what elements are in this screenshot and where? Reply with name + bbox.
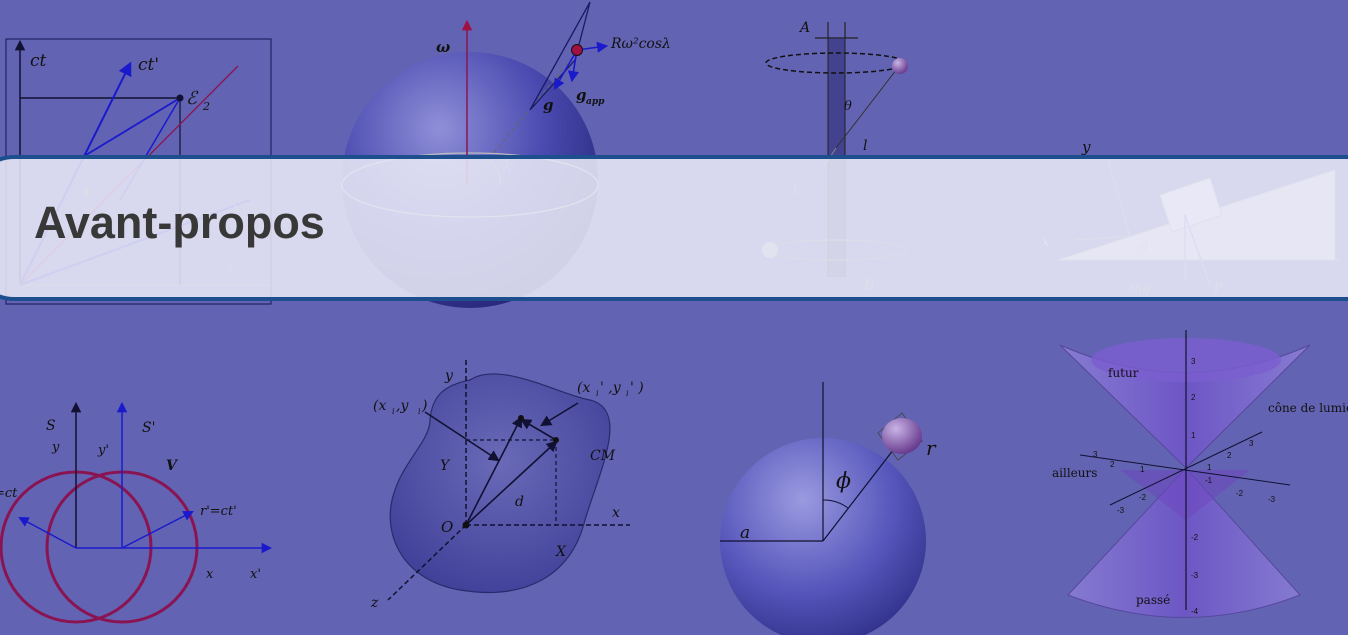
cm-y-label: Y — [440, 458, 451, 474]
axis-label-ct: ct — [30, 51, 47, 71]
tick-m2-label: -2 — [1191, 533, 1199, 542]
y-tick-1-label: 1 — [1207, 463, 1212, 472]
point-ip-sub-x: i — [596, 389, 599, 398]
point-a-label: A — [798, 20, 810, 36]
angle-theta-label: θ — [844, 99, 852, 114]
tick-m3-label: -3 — [1191, 571, 1199, 580]
radius-r-label: r — [926, 436, 937, 460]
point-ip-sub-y: i — [626, 389, 629, 398]
radius-ctp-label: r'=ct' — [200, 504, 237, 519]
x-tick-2-label: 2 — [1110, 460, 1115, 469]
axis-y-label: y — [1081, 138, 1091, 156]
angle-phi-label: ϕ — [836, 469, 851, 494]
point-ip-label: (x — [577, 380, 590, 396]
origin-label: O — [441, 518, 453, 536]
axis-z-label: z — [370, 595, 379, 611]
particle-on-sphere-diagram: ϕ r a — [720, 382, 937, 635]
radius-a-label: a — [740, 523, 750, 543]
event-label-2: ℰ — [186, 88, 199, 109]
axis-xp-label: x' — [250, 567, 261, 582]
velocity-label: V — [166, 458, 179, 474]
tick-2-label: 2 — [1191, 393, 1196, 402]
point-i-sub-x: i — [392, 407, 395, 416]
tick-m4-label: -4 — [1191, 607, 1199, 616]
frame-sp-label: S' — [142, 420, 155, 436]
y-tick-2-label: 2 — [1227, 451, 1232, 460]
past-label: passé — [1136, 593, 1170, 607]
apparent-gravity-label: g — [576, 86, 587, 104]
x-tick-m3-label: -3 — [1268, 495, 1276, 504]
axis-y-label: y — [444, 368, 454, 384]
point-ip-label-end: ' ) — [630, 380, 644, 396]
point-i-label: (x — [373, 398, 386, 414]
frame-s-label: S — [46, 418, 56, 434]
axis-x-label: x — [206, 567, 214, 582]
tick-1-label: 1 — [1191, 431, 1196, 440]
frames-light-sphere-diagram: S S' y y' V =ct r'=ct' x x' — [0, 401, 273, 624]
cm-label: CM — [590, 448, 616, 464]
point-i-label-end: ) — [421, 398, 427, 414]
point-ip-label-mid: ' ,y — [600, 380, 622, 396]
light-cone-diagram: futur cône de lumiè ailleurs passé 3 2 1… — [1052, 330, 1348, 618]
omega-label: ω — [436, 38, 450, 56]
future-label: futur — [1108, 366, 1139, 380]
center-of-mass-diagram: y (x i ,y i ) (x i ' ,y i ' ) Y CM d O x… — [370, 360, 644, 611]
light-cone-label: cône de lumiè — [1268, 401, 1348, 415]
x-tick-1-label: 1 — [1140, 465, 1145, 474]
axis-y-label: y — [51, 440, 60, 455]
centrifugal-label: Rω²cosλ — [610, 36, 671, 52]
apparent-gravity-sub: app — [586, 97, 605, 107]
radius-ct-label: =ct — [0, 486, 18, 501]
chapter-title-banner — [0, 155, 1348, 301]
axis-x-label: x — [612, 505, 620, 521]
y-tick-m3-label: -3 — [1117, 506, 1125, 515]
y-tick-3-label: 3 — [1249, 439, 1254, 448]
length-label: l — [863, 138, 867, 154]
cm-x-label: X — [555, 544, 567, 560]
x-tick-m1-label: -1 — [1205, 476, 1213, 485]
axis-yp-label: y' — [97, 443, 109, 458]
point-i-label-mid: ,y — [396, 398, 409, 414]
y-tick-m2-label: -2 — [1139, 493, 1147, 502]
distance-label: d — [515, 494, 524, 510]
chapter-title: Avant-propos — [34, 197, 325, 248]
point-i-sub-y: i — [418, 407, 421, 416]
x-tick-m2-label: -2 — [1236, 489, 1244, 498]
event-label-2-sub: 2 — [202, 100, 210, 113]
x-tick-3-label: 3 — [1093, 450, 1098, 459]
gravity-label: g — [543, 96, 554, 114]
tick-3-label: 3 — [1191, 357, 1196, 366]
elsewhere-label: ailleurs — [1052, 466, 1097, 480]
axis-label-ctp: ct' — [138, 55, 159, 75]
